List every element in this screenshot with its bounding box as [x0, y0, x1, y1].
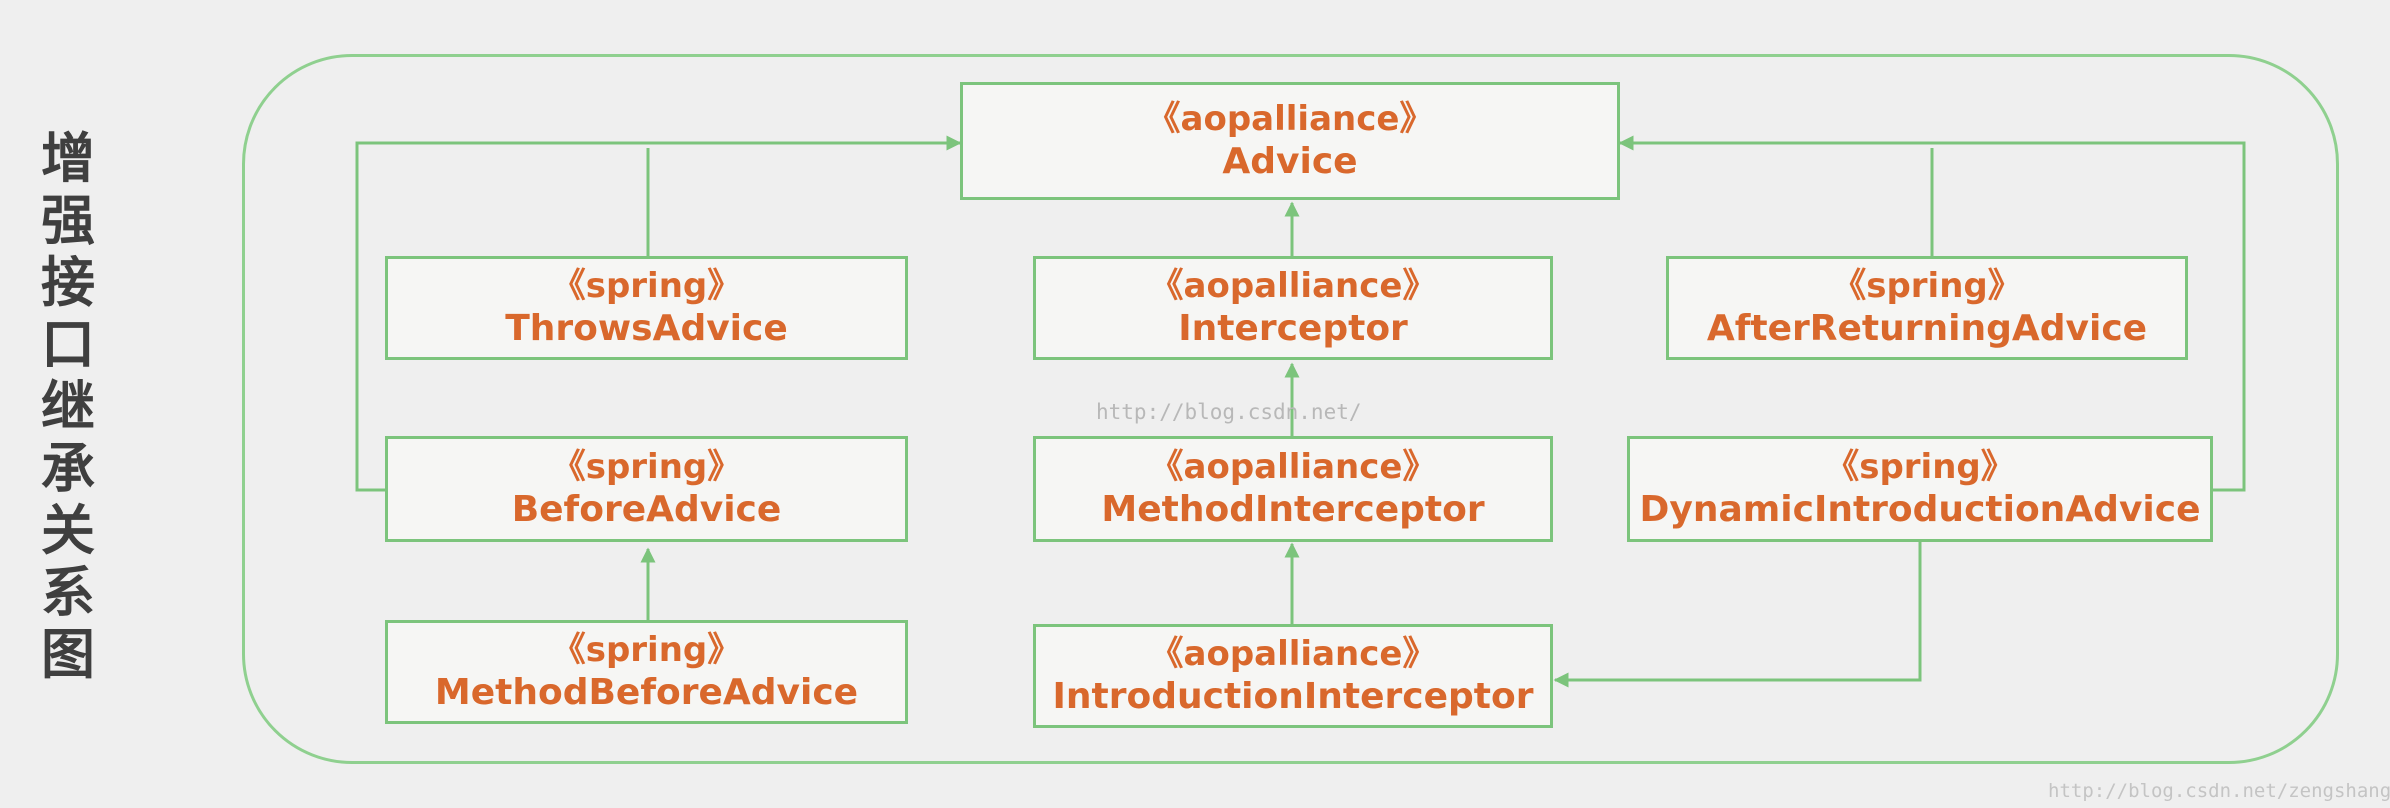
- node-dynamic-introduction-advice: 《spring》 DynamicIntroductionAdvice: [1627, 436, 2213, 542]
- node-stereotype: 《aopalliance》: [1149, 634, 1437, 674]
- node-name: Advice: [1222, 141, 1358, 182]
- node-advice: 《aopalliance》 Advice: [960, 82, 1620, 200]
- side-title-char: 系: [41, 561, 95, 624]
- watermark-corner: http://blog.csdn.net/zengshangwei: [2048, 780, 2390, 802]
- node-stereotype: 《spring》: [551, 266, 742, 306]
- node-stereotype: 《aopalliance》: [1146, 99, 1434, 139]
- node-name: MethodBeforeAdvice: [434, 672, 859, 713]
- node-introduction-interceptor: 《aopalliance》 IntroductionInterceptor: [1033, 624, 1553, 728]
- node-throws-advice: 《spring》 ThrowsAdvice: [385, 256, 908, 360]
- side-title-char: 强: [41, 189, 95, 252]
- side-title-char: 接: [41, 251, 95, 314]
- node-stereotype: 《spring》: [1825, 447, 2015, 487]
- node-method-before-advice: 《spring》 MethodBeforeAdvice: [385, 620, 908, 724]
- node-name: ThrowsAdvice: [505, 308, 788, 349]
- node-name: BeforeAdvice: [511, 489, 782, 530]
- node-stereotype: 《aopalliance》: [1149, 447, 1437, 487]
- side-title: 增 强 接 口 继 承 关 系 图: [28, 128, 108, 686]
- side-title-char: 关: [41, 499, 95, 562]
- node-name: IntroductionInterceptor: [1052, 676, 1534, 717]
- node-stereotype: 《spring》: [551, 447, 742, 487]
- node-name: DynamicIntroductionAdvice: [1639, 489, 2201, 530]
- node-before-advice: 《spring》 BeforeAdvice: [385, 436, 908, 542]
- side-title-char: 承: [41, 437, 95, 500]
- node-stereotype: 《aopalliance》: [1149, 266, 1437, 306]
- node-name: AfterReturningAdvice: [1706, 308, 2148, 349]
- diagram-frame: [242, 54, 2339, 764]
- node-name: Interceptor: [1178, 308, 1408, 349]
- watermark-center: http://blog.csdn.net/: [1096, 400, 1362, 424]
- side-title-char: 增: [41, 127, 95, 190]
- edge-dynamic-introduction-advice-to-introduction-interceptor: [1553, 542, 1922, 688]
- node-stereotype: 《spring》: [1832, 266, 2022, 306]
- node-interceptor: 《aopalliance》 Interceptor: [1033, 256, 1553, 360]
- edge-before-advice-to-advice: [355, 135, 962, 492]
- node-stereotype: 《spring》: [551, 630, 742, 670]
- side-title-char: 口: [41, 313, 95, 376]
- node-method-interceptor: 《aopalliance》 MethodInterceptor: [1033, 436, 1553, 542]
- side-title-char: 图: [41, 623, 95, 686]
- node-name: MethodInterceptor: [1101, 489, 1485, 530]
- side-title-char: 继: [41, 375, 95, 438]
- edge-dynamic-introduction-advice-to-advice: [1618, 135, 2246, 492]
- node-after-returning-advice: 《spring》 AfterReturningAdvice: [1666, 256, 2188, 360]
